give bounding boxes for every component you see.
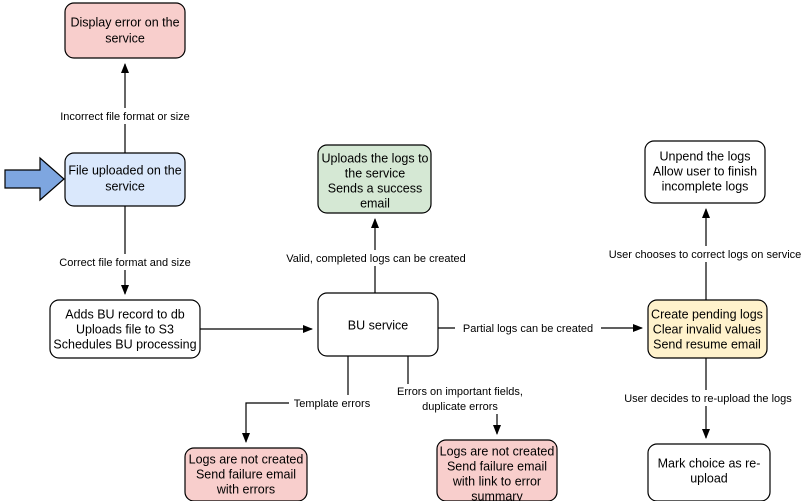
node-line: Mark choice as re- (658, 456, 761, 470)
node-line: Logs are not created (440, 444, 555, 458)
svg-text:Valid, completed logs can be c: Valid, completed logs can be created (286, 253, 466, 265)
svg-text:duplicate errors: duplicate errors (422, 401, 498, 413)
node-line: Adds BU record to db (65, 307, 185, 321)
node-line: Uploads the logs to (321, 151, 428, 165)
node-line: Logs are not created (189, 452, 304, 466)
node-line: with errors (216, 482, 275, 496)
node-file-uploaded-on-service[interactable]: File uploaded on the service (64, 152, 186, 207)
node-uploads-logs-success[interactable]: Uploads the logs to the service Sends a … (317, 144, 432, 214)
node-line: with link to error (452, 474, 541, 488)
edge-label-valid-completed-logs: Valid, completed logs can be created (276, 250, 476, 266)
edge-label-user-decides-reupload: User decides to re-upload the logs (618, 390, 798, 406)
svg-text:Partial logs can be created: Partial logs can be created (463, 323, 593, 335)
svg-text:Incorrect file format or size: Incorrect file format or size (60, 111, 190, 123)
node-line: Send failure email (196, 467, 296, 481)
node-bu-service[interactable]: BU service (317, 292, 439, 357)
node-line: the service (345, 166, 405, 180)
svg-text:Errors on important fields,: Errors on important fields, (397, 386, 523, 398)
edge-label-layer: Incorrect file format or size Correct fi… (48, 108, 801, 414)
svg-text:User decides to re-upload the: User decides to re-upload the logs (624, 393, 792, 405)
node-line: email (360, 196, 390, 210)
svg-text:Template errors: Template errors (294, 398, 371, 410)
node-logs-not-created-with-link[interactable]: Logs are not created Send failure email … (436, 439, 558, 501)
node-line: incomplete logs (662, 179, 749, 193)
start-block-arrow (4, 156, 65, 202)
node-layer: Display error on the service File upload… (49, 2, 771, 501)
node-line: BU service (348, 318, 408, 332)
node-line: Schedules BU processing (53, 337, 196, 351)
node-adds-bu-record-to-db[interactable]: Adds BU record to db Uploads file to S3 … (49, 299, 201, 359)
edge-label-template-errors: Template errors (289, 395, 376, 411)
node-line: summary (471, 489, 523, 501)
node-line: upload (690, 471, 728, 485)
node-logs-not-created-with-errors[interactable]: Logs are not created Send failure email … (184, 447, 308, 501)
node-line: Send resume email (653, 337, 761, 351)
node-mark-choice-as-reupload[interactable]: Mark choice as re- upload (647, 443, 771, 501)
edge-label-partial-logs: Partial logs can be created (455, 320, 601, 336)
node-line: File uploaded on the (68, 163, 181, 177)
svg-text:User chooses to correct logs o: User chooses to correct logs on service (609, 249, 801, 261)
node-line: service (105, 31, 145, 45)
node-unpend-logs[interactable]: Unpend the logs Allow user to finish inc… (644, 140, 766, 204)
edge-label-correct-format: Correct file format and size (50, 254, 200, 270)
svg-text:Correct file format and size: Correct file format and size (59, 257, 190, 269)
edge-label-user-corrects-logs: User chooses to correct logs on service (601, 246, 801, 262)
edge-label-duplicate-errors: duplicate errors (418, 399, 503, 414)
node-line: Send failure email (447, 459, 547, 473)
node-line: service (105, 179, 145, 193)
node-line: Uploads file to S3 (76, 322, 174, 336)
node-line: Display error on the (70, 15, 179, 29)
node-create-pending-logs[interactable]: Create pending logs Clear invalid values… (647, 299, 768, 359)
edge-label-incorrect-format: Incorrect file format or size (48, 108, 202, 124)
edge-label-errors-important-fields: Errors on important fields, (390, 384, 530, 399)
node-line: Allow user to finish (653, 164, 757, 178)
node-display-error-on-service[interactable]: Display error on the service (64, 2, 186, 59)
node-line: Clear invalid values (653, 322, 761, 336)
node-line: Sends a success (328, 181, 423, 195)
node-line: Create pending logs (651, 307, 763, 321)
node-line: Unpend the logs (659, 149, 750, 163)
